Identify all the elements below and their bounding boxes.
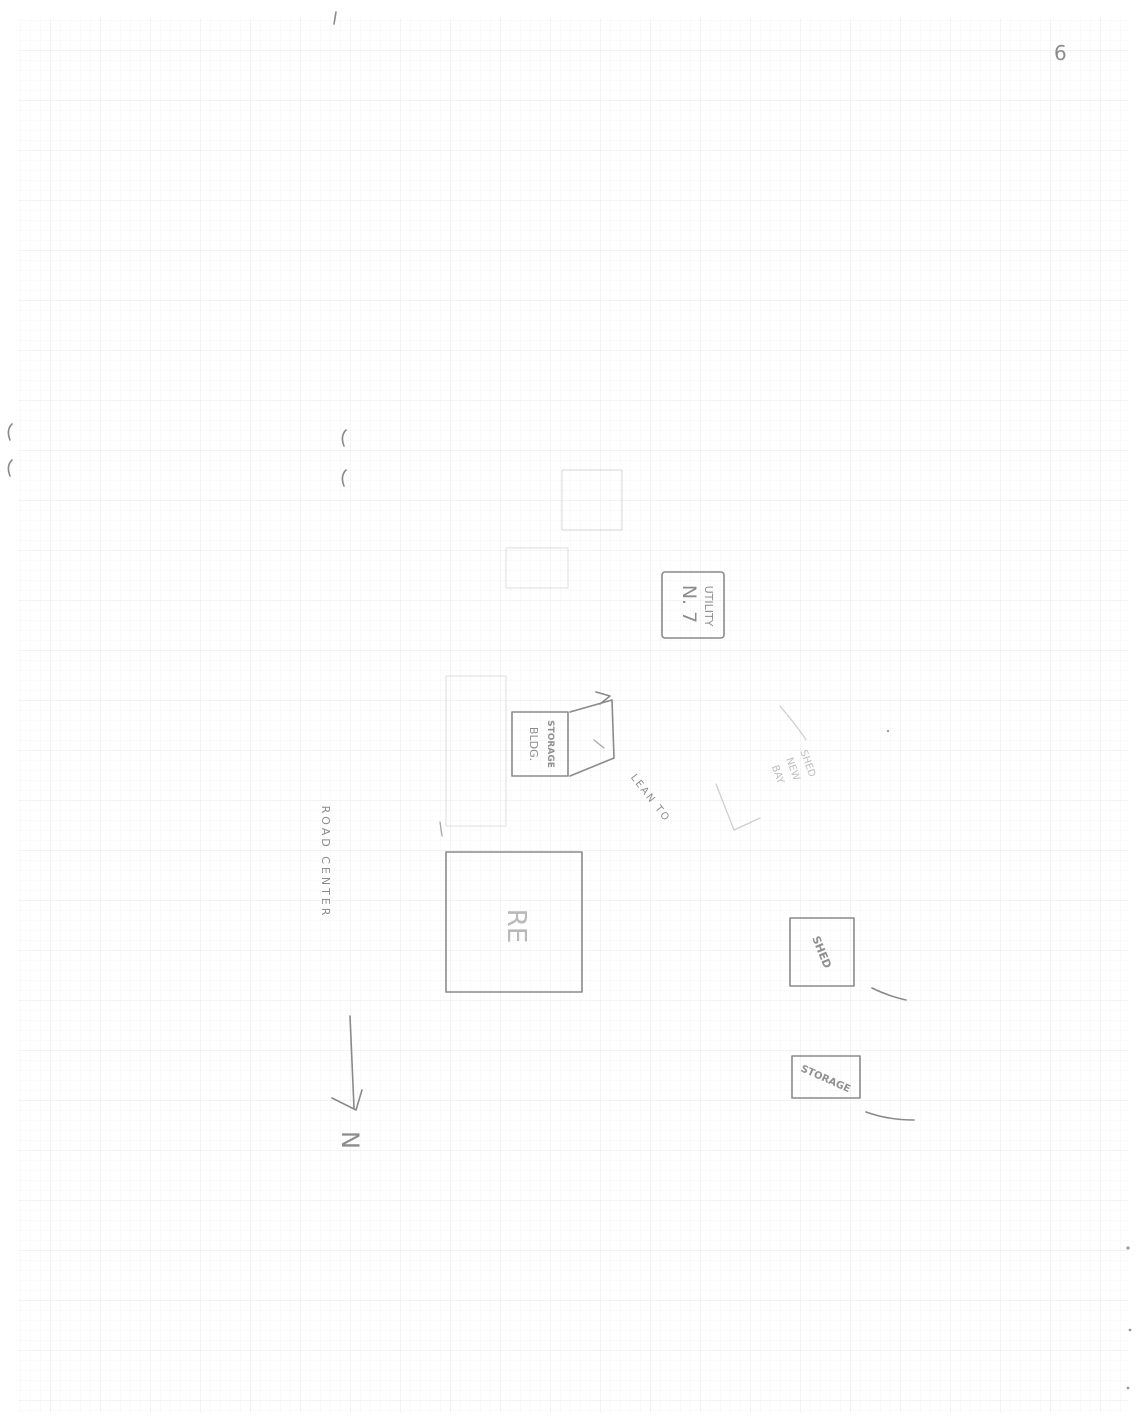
utility-building-label-2: N. 7 bbox=[678, 585, 700, 623]
graph-grid bbox=[18, 18, 1128, 1413]
north-label: N bbox=[336, 1131, 364, 1149]
corner-mark: 6 bbox=[1054, 41, 1067, 65]
storage-building-label-1: STORAGE bbox=[545, 720, 555, 768]
stray-dot bbox=[887, 730, 889, 732]
boundary-label: ROAD CENTER bbox=[319, 806, 332, 919]
main-building-label: RE bbox=[501, 909, 531, 944]
storage-building-label-2: BLDG. bbox=[527, 727, 540, 761]
stray-dot bbox=[1129, 1329, 1132, 1332]
stray-dot bbox=[1126, 1246, 1129, 1249]
utility-building-label-1: UTILITY bbox=[702, 586, 715, 627]
stray-dot bbox=[1127, 1387, 1130, 1390]
